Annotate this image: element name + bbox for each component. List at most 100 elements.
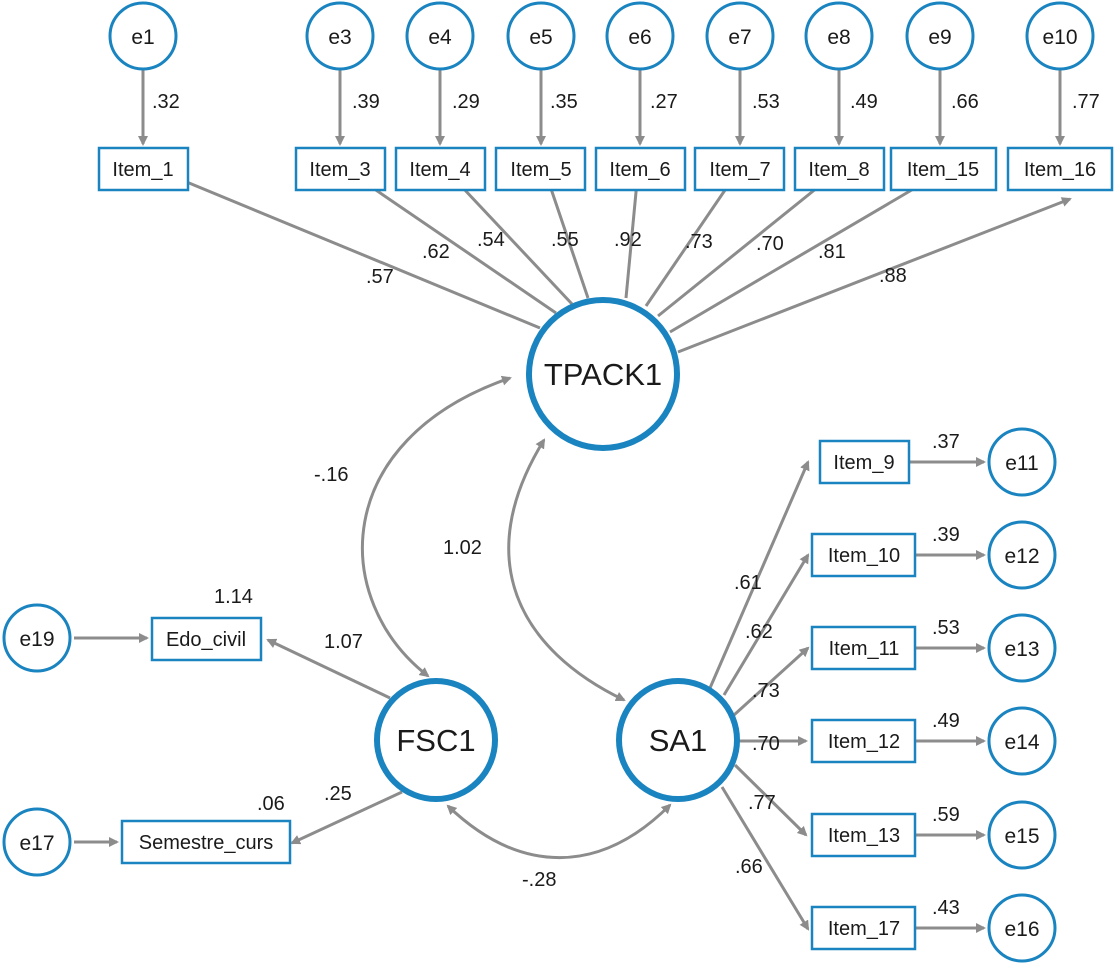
- error-e10-label: e10: [1042, 26, 1077, 49]
- r2-item-13: .59: [932, 804, 960, 826]
- r2-item-8: .49: [850, 91, 878, 113]
- item-17-box: [810, 905, 917, 951]
- item-16-box: [1006, 146, 1114, 192]
- item-17-label: Item_17: [828, 918, 900, 940]
- path-fsc-semestre-curs: [290, 790, 403, 845]
- correlation-labels: -.16 1.02 -.28: [314, 464, 556, 891]
- corr-tpack-fsc-label: -.16: [314, 464, 348, 486]
- error-e8-circle: [804, 1, 874, 71]
- path-tpack-item-15: [669, 169, 946, 334]
- loading-item-3: .62: [422, 241, 450, 263]
- loading-item-11: .73: [752, 680, 780, 702]
- item-11-box: [810, 625, 917, 671]
- error-e1-label: e1: [131, 26, 154, 49]
- error-e5-circle: [506, 1, 576, 71]
- corr-tpack-sa-label: 1.02: [443, 537, 482, 559]
- error-e8-label: e8: [827, 26, 850, 49]
- error-e15-circle: [987, 800, 1057, 870]
- error-e9-label: e9: [928, 26, 951, 49]
- item-11-label: Item_11: [829, 638, 900, 660]
- item-15-label: Item_15: [907, 159, 979, 181]
- item-7-label: Item_7: [709, 159, 770, 181]
- loading-item-13: .77: [748, 792, 776, 814]
- semestre-curs-box: [120, 819, 292, 865]
- item-9-label: Item_9: [833, 452, 894, 474]
- error-e19-label: e19: [19, 628, 54, 651]
- error-nodes: e1 e3 e4 e5 e6 e7 e8 e9 e10 e11 e12 e13 …: [2, 1, 1095, 963]
- item-12-box: [810, 718, 917, 764]
- latent-fsc1: FSC1: [374, 678, 498, 802]
- item-3-box: [294, 146, 387, 192]
- error-e10-circle: [1025, 1, 1095, 71]
- item-1-label: Item_1: [112, 159, 173, 181]
- loading-item-10: .62: [745, 621, 773, 643]
- error-e16-label: e16: [1004, 918, 1039, 941]
- loading-item-16: .88: [879, 265, 907, 287]
- loading-item-9: .61: [734, 572, 762, 594]
- r2-item-12: .49: [932, 710, 960, 732]
- error-e13-circle: [987, 613, 1057, 683]
- error-e5-label: e5: [529, 26, 552, 49]
- latent-sa1: SA1: [616, 678, 740, 802]
- r2-edo-civil: 1.14: [214, 586, 253, 608]
- item-4-box: [394, 146, 487, 192]
- loading-item-4: .54: [477, 229, 505, 251]
- loading-item-6: .92: [614, 229, 642, 251]
- edo-civil-box: [150, 616, 263, 662]
- error-e19-circle: [2, 603, 72, 673]
- corr-tpack-sa: [507, 438, 626, 702]
- latent-tpack1-label: TPACK1: [544, 357, 662, 392]
- r2-semestre-curs: .06: [257, 793, 285, 815]
- path-sa-item-9: [708, 460, 810, 689]
- r2-item-4: .29: [452, 91, 480, 113]
- item-12-label: Item_12: [828, 731, 900, 753]
- r2-item-10: .39: [932, 524, 960, 546]
- loading-item-15: .81: [818, 241, 846, 263]
- loading-edo-civil: 1.07: [324, 631, 363, 653]
- item-6-box: [594, 146, 687, 192]
- loading-item-17: .66: [735, 856, 763, 878]
- item-7-box: [693, 146, 786, 192]
- error-e17-label: e17: [19, 832, 54, 855]
- edo-civil-label: Edo_civil: [166, 629, 246, 651]
- error-e14-label: e14: [1004, 731, 1039, 754]
- corr-fsc-sa: [446, 803, 672, 859]
- item-8-box: [793, 146, 886, 192]
- item-10-box: [810, 532, 917, 578]
- item-4-label: Item_4: [409, 159, 470, 181]
- error-e16-circle: [987, 893, 1057, 963]
- r2-item-3: .39: [352, 91, 380, 113]
- path-fsc-edo-civil: [266, 638, 391, 700]
- item-13-label: Item_13: [828, 825, 900, 847]
- r2-item-7: .53: [752, 91, 780, 113]
- item-5-label: Item_5: [510, 159, 571, 181]
- error-e12-circle: [987, 520, 1057, 590]
- corr-fsc-sa-label: -.28: [522, 869, 556, 891]
- latent-fsc1-circle: [374, 678, 498, 802]
- item-boxes: Item_1 Item_3 Item_4 Item_5 Item_6 Item_…: [97, 146, 1114, 951]
- error-e4-circle: [405, 1, 475, 71]
- error-e3-circle: [305, 1, 375, 71]
- error-e12-label: e12: [1004, 545, 1039, 568]
- item-10-label: Item_10: [828, 545, 900, 567]
- item-9-box: [818, 439, 911, 485]
- error-e1-circle: [108, 1, 178, 71]
- error-e11-circle: [987, 427, 1057, 497]
- path-tpack-item-5: [542, 169, 590, 299]
- r2-item-11: .53: [932, 617, 960, 639]
- edges: [74, 70, 1072, 933]
- semestre-curs-label: Semestre_curs: [139, 832, 274, 854]
- r2-item-1: .32: [152, 91, 180, 113]
- r2-item-16: .77: [1072, 91, 1100, 113]
- error-e6-circle: [605, 1, 675, 71]
- loading-item-12: .70: [752, 733, 780, 755]
- path-tpack-item-7: [644, 169, 740, 307]
- path-sa-item-10: [722, 553, 810, 696]
- item-13-box: [810, 812, 917, 858]
- r-squared-labels: .32 .39 .29 .35 .27 .53 .49 .66 .77 .37 …: [152, 91, 1100, 919]
- path-sa-item-13: [733, 763, 808, 837]
- path-sa-item-11: [732, 646, 810, 717]
- item-15-box: [889, 146, 998, 192]
- latent-fsc1-label: FSC1: [396, 723, 475, 758]
- path-tpack-item-8: [657, 169, 840, 318]
